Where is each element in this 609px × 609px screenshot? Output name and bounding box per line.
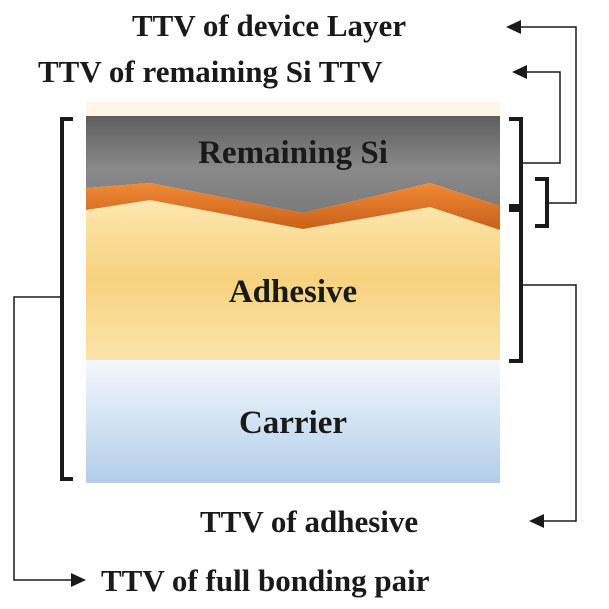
remaining-si-ttv-label: TTV of remaining Si TTV xyxy=(38,54,383,89)
remaining-si-arrowhead xyxy=(512,65,527,79)
full-pair-ttv-label: TTV of full bonding pair xyxy=(101,563,430,598)
carrier-label: Carrier xyxy=(238,405,348,441)
device-layer xyxy=(86,183,500,230)
device-layer-ttv-label: TTV of device Layer xyxy=(132,8,407,43)
device-layer-arrowhead xyxy=(506,20,521,34)
device-layer-bracket xyxy=(535,177,549,228)
carrier-layer xyxy=(86,358,500,483)
adhesive-ttv-label: TTV of adhesive xyxy=(200,504,419,539)
full-pair-arrowhead xyxy=(71,573,86,587)
remaining-si-layer xyxy=(86,116,500,213)
full-pair-bracket xyxy=(60,117,73,481)
remaining-si-label: Remaining Si xyxy=(198,135,388,171)
remaining-si-bracket xyxy=(509,117,523,208)
top-strip xyxy=(86,102,500,116)
full-pair-connector xyxy=(13,296,72,581)
adhesive-arrowhead xyxy=(529,514,544,528)
remaining-si-connector xyxy=(521,71,561,164)
adhesive-connector xyxy=(521,284,577,522)
adhesive-bracket xyxy=(509,208,523,363)
device-layer-connector xyxy=(520,26,577,204)
adhesive-label: Adhesive xyxy=(228,274,358,310)
